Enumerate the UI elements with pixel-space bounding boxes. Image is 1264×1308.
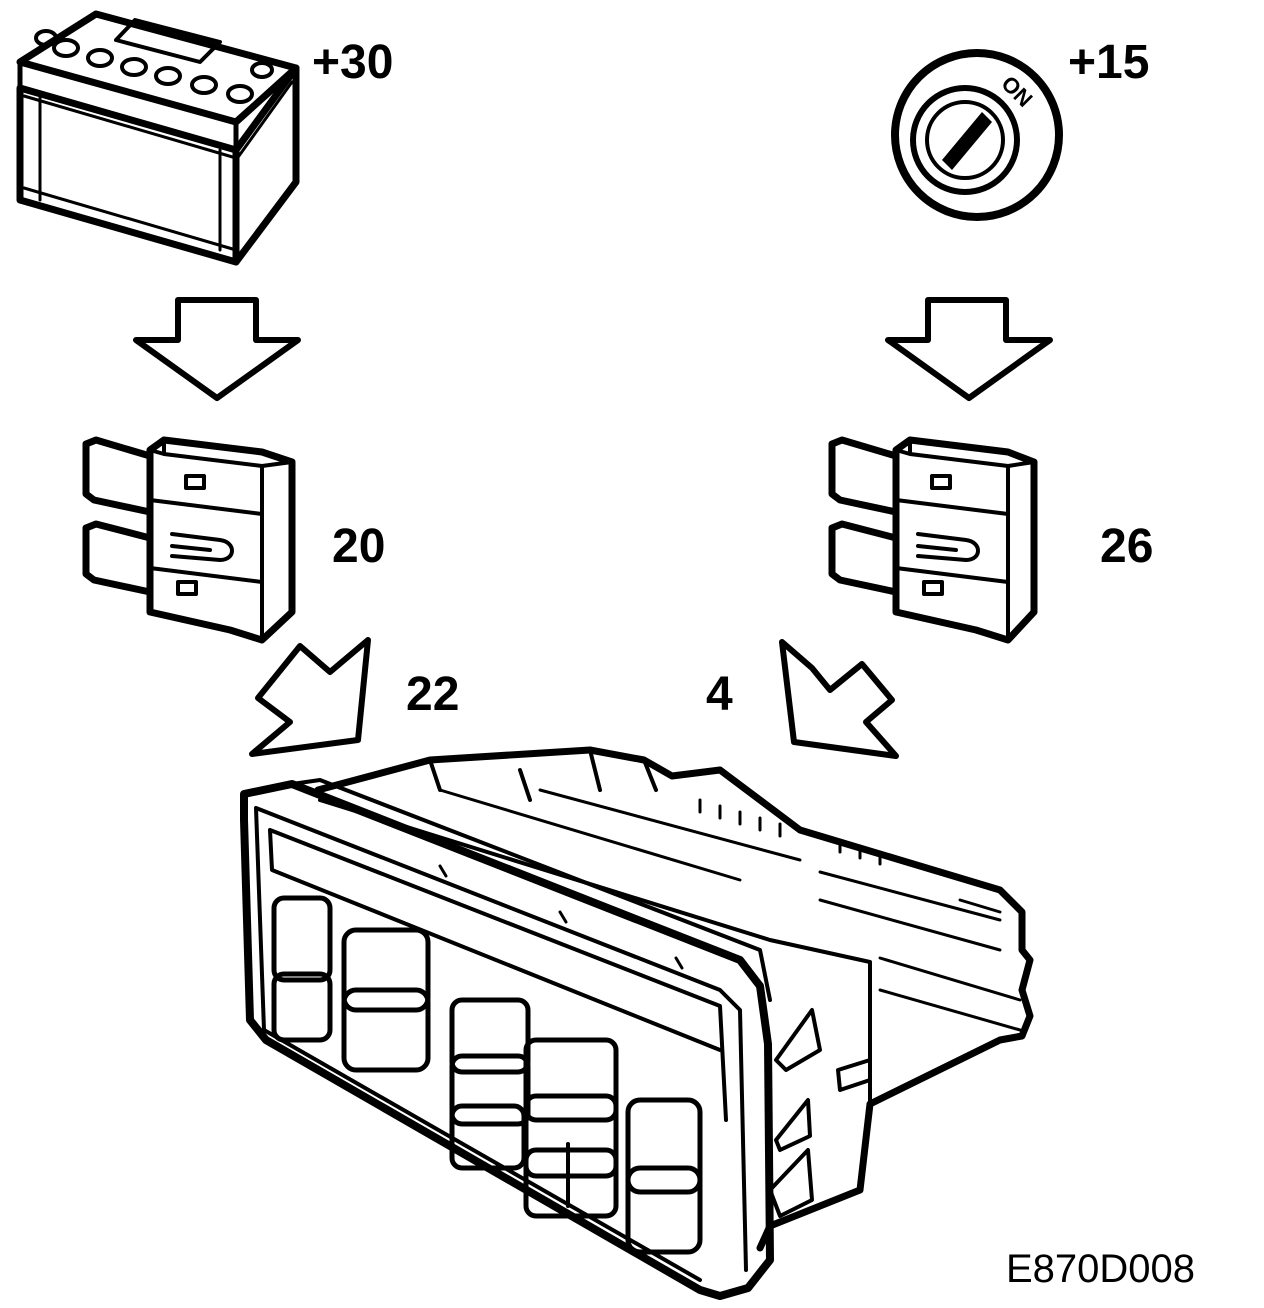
battery-terminal-label: +30 bbox=[312, 36, 393, 89]
arrow-diagonal-right bbox=[779, 639, 899, 759]
fuse-right-number: 26 bbox=[1100, 520, 1153, 573]
arrow-diagonal-left bbox=[249, 637, 371, 757]
pin-right-number: 4 bbox=[706, 668, 733, 721]
fuse-right-icon bbox=[828, 436, 1038, 644]
arrow-down-left bbox=[133, 297, 301, 401]
fuse-left-icon bbox=[82, 436, 296, 644]
battery-icon bbox=[16, 10, 300, 266]
ignition-switch-icon bbox=[891, 49, 1063, 221]
arrow-down-right bbox=[885, 297, 1053, 401]
climate-control-panel-icon bbox=[240, 746, 1034, 1300]
fuse-left-number: 20 bbox=[332, 520, 385, 573]
ignition-terminal-label: +15 bbox=[1068, 36, 1149, 89]
pin-left-number: 22 bbox=[406, 668, 459, 721]
figure-code: E870D008 bbox=[1006, 1247, 1195, 1291]
